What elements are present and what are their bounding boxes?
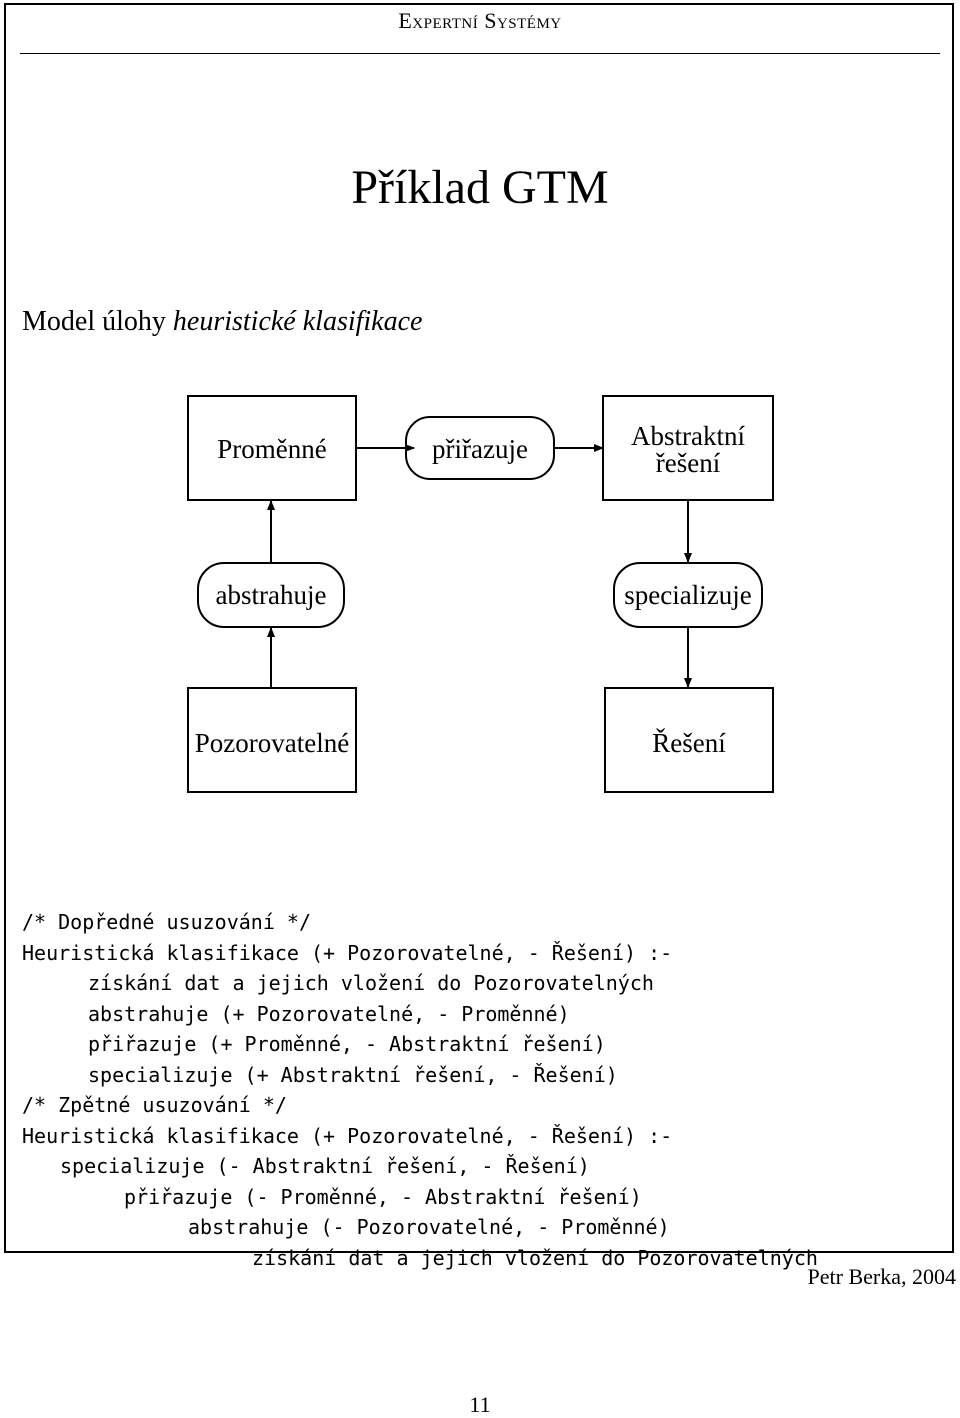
code-line: přiřazuje (- Proměnné, - Abstraktní řeše… <box>124 1184 642 1209</box>
node-reseni-label: Řešení <box>652 728 726 758</box>
node-promenne-label: Proměnné <box>217 434 326 464</box>
code-line: specializuje (+ Abstraktní řešení, - Řeš… <box>88 1062 618 1087</box>
code-line: přiřazuje (+ Proměnné, - Abstraktní řeše… <box>88 1032 606 1056</box>
page-title: Příklad GTM <box>351 161 609 214</box>
code-line: /* Zpětné usuzování */ <box>22 1093 287 1117</box>
page-number: 11 <box>469 1392 491 1417</box>
code-line: získání dat a jejich vložení do Pozorova… <box>252 1245 818 1270</box>
code-block: /* Dopředné usuzování */ Heuristická klas… <box>22 846 818 1270</box>
author-credit: Petr Berka, 2004 <box>807 1264 956 1289</box>
subtitle-prefix: Model úlohy <box>22 306 173 337</box>
node-abstraktni-label-1: Abstraktní <box>631 421 745 451</box>
node-prirazuje-label: přiřazuje <box>432 434 528 464</box>
code-line: získání dat a jejich vložení do Pozorova… <box>88 971 654 995</box>
subtitle: Model úlohy heuristické klasifikace <box>22 306 422 338</box>
subtitle-emphasis: heuristické klasifikace <box>172 306 423 337</box>
code-line: Heuristická klasifikace (+ Pozorovatelné… <box>22 1123 673 1148</box>
code-line: specializuje (- Abstraktní řešení, - Řeš… <box>60 1154 590 1178</box>
gtm-diagram: Proměnné přiřazuje Abstraktní řešení abs… <box>187 395 774 793</box>
node-abstrahuje-label: abstrahuje <box>216 580 327 610</box>
node-specializuje-label: specializuje <box>624 580 751 610</box>
code-line: /* Dopředné usuzování */ <box>22 910 311 934</box>
code-line: abstrahuje (+ Pozorovatelné, - Proměnné) <box>88 1001 570 1026</box>
code-line: abstrahuje (- Pozorovatelné, - Proměnné) <box>188 1215 670 1239</box>
page-frame <box>4 3 954 1253</box>
code-backward: /* Zpětné usuzování */ Heuristická klasif… <box>22 1090 818 1270</box>
node-reseni-box <box>604 687 774 793</box>
header-rule <box>20 53 940 54</box>
code-line: Heuristická klasifikace (+ Pozorovatelné… <box>22 940 673 965</box>
node-pozorovatelne-label: Pozorovatelné <box>195 728 349 758</box>
running-header: Expertní Systémy <box>398 8 562 33</box>
code-forward: /* Dopředné usuzování */ Heuristická klas… <box>22 907 818 1087</box>
node-abstraktni-label-2: řešení <box>656 448 721 478</box>
